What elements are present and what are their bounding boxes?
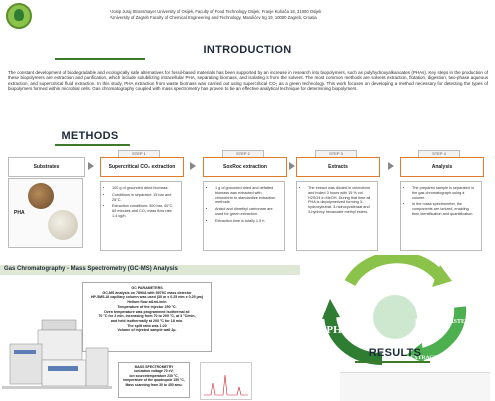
affiliation-1: ¹Josip Juraj Strossmayer University of O… — [110, 9, 322, 14]
ms-parameter-line: temperature of the quadrupole 150 °C, — [123, 378, 185, 383]
gc-parameter-line: GC-MS analysis on 7890A with 5975C mass … — [102, 290, 192, 295]
step-4-bullet: In the mass spectrometer, the components… — [412, 202, 477, 216]
gc-parameters-heading: GC PARAMETERS — [131, 286, 163, 290]
svg-text:GCMS: GCMS — [386, 275, 407, 283]
step-2-bullet: Extraction time is totally 1.5 h. — [215, 219, 280, 224]
ms-parameters-heading: MASS SPECTROMETRY — [134, 365, 174, 369]
gc-parameter-line: HP-5MS-UI capillary column was used (30 … — [90, 295, 204, 300]
step-4-details: The prepared sample is separated in the … — [400, 181, 482, 251]
methods-title: METHODS — [61, 130, 119, 142]
step-3-details: The extract was diluted in chloroform an… — [296, 181, 378, 251]
arrow-right-icon — [190, 162, 196, 170]
university-logo-icon — [6, 3, 32, 29]
step-1-details: 100 g of grounded dried biomass. Conditi… — [100, 181, 182, 251]
poster-header — [0, 0, 495, 32]
gcms-instrument-image — [2, 319, 112, 389]
cycle-label-gcms: GCMS — [386, 275, 407, 283]
introduction-text: The constant development of biodegradabl… — [8, 70, 488, 92]
step-1-bullet: 100 g of grounded dried biomass. — [112, 186, 177, 191]
arrow-right-icon — [388, 162, 394, 170]
introduction-underline — [55, 58, 145, 60]
chromatogram-thumbnail — [200, 362, 252, 400]
step-1-header: Supercritical CO₂ extraction — [100, 157, 184, 177]
gcms-title: Gas Chromatography - Mass Spectrometry (… — [4, 266, 178, 272]
substrates-header: Substrates — [8, 157, 85, 177]
gc-parameter-line: Temperature of the injector 250 °C. — [117, 304, 177, 309]
gc-parameters-box: GC PARAMETERS GC-MS analysis on 7890A wi… — [82, 282, 212, 352]
gcms-title-bar — [0, 265, 300, 275]
step-1-bullet: Extraction conditions: 300 bar, 40°C, 60… — [112, 204, 177, 218]
step-3-header: Extracts — [296, 157, 380, 177]
pha-sample-label: PHA — [14, 210, 25, 216]
ms-parameter-line: ionization voltage 70 eV; — [134, 369, 174, 374]
gc-parameter-line: Oven temperature was programmed isotherm… — [103, 309, 191, 314]
results-panel — [340, 372, 490, 401]
step-2-header: SoxRoc extraction — [203, 157, 287, 177]
ms-parameter-line: ion sourcetemperature 230 °C, — [129, 373, 179, 378]
gc-parameter-line: Volume of injected sample wall 2µ. — [117, 328, 177, 333]
cycle-label-co2-extract: CO₂ EXTRACT — [399, 355, 437, 361]
arrow-right-icon — [88, 162, 94, 170]
gc-parameter-line: The split ratio was 1:20 — [127, 323, 167, 328]
step-2-details: 1 g of grounded dried and defatted bioma… — [203, 181, 285, 251]
svg-text:CO₂ EXTRACT: CO₂ EXTRACT — [399, 355, 437, 361]
biomass-sample-image — [28, 183, 54, 209]
ms-parameters-box: MASS SPECTROMETRY ionization voltage 70 … — [118, 362, 190, 398]
methods-underline — [55, 144, 130, 146]
gc-parameter-line: and held isothermally at 200 °C for 18 m… — [110, 318, 184, 323]
svg-text:BIOMASS WASTE: BIOMASS WASTE — [415, 319, 465, 325]
arrow-right-icon — [289, 162, 295, 170]
ms-parameter-line: Mass scanning from 30 to 450 amu. — [125, 382, 183, 387]
gc-parameter-line: 70 °C for 2 min, increasing from 70 to 2… — [98, 314, 196, 319]
step-3-bullet: The extract was diluted in chloroform an… — [308, 186, 373, 215]
cycle-label-pha: PHA — [326, 324, 349, 336]
results-underline — [355, 361, 430, 363]
pha-sample-image — [48, 210, 78, 240]
step-1-bullet: Conditions in separator: 15 bar and 25°C… — [112, 193, 177, 203]
pha-lifecycle-diagram: GCMS PHA BIOMASS WASTE CO₂ EXTRACT — [322, 255, 467, 365]
svg-text:PHA: PHA — [326, 324, 349, 336]
affiliation-2: ²University of Zagreb Faculty of Chemica… — [110, 15, 317, 20]
step-2-bullet: 1 g of grounded dried and defatted bioma… — [215, 186, 280, 205]
step-4-bullet: The prepared sample is separated in the … — [412, 186, 477, 200]
results-title: RESULTS — [368, 347, 422, 359]
gc-parameter-line: Helium flow at1mL/min — [127, 300, 167, 305]
step-4-header: Analysis — [400, 157, 484, 177]
step-2-bullet: Anisol and dimethyl carbonare are used f… — [215, 207, 280, 217]
introduction-title: INTRODUCTION — [203, 44, 292, 56]
cycle-label-biomass-waste: BIOMASS WASTE — [415, 319, 465, 325]
